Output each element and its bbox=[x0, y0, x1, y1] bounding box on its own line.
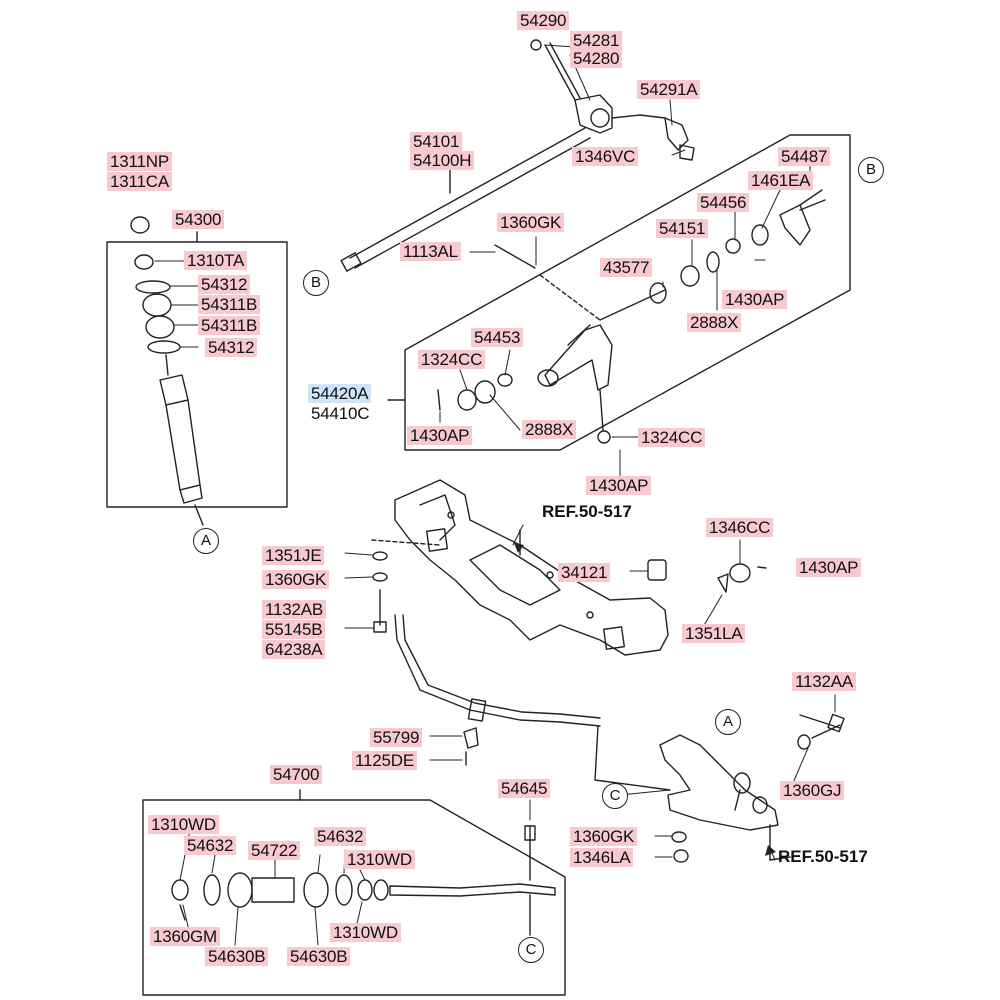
part-label-54312-upper[interactable]: 54312 bbox=[198, 275, 251, 294]
part-label-1132AB[interactable]: 1132AB bbox=[262, 600, 327, 619]
part-label-43577[interactable]: 43577 bbox=[600, 258, 653, 277]
part-label-1360GK-top[interactable]: 1360GK bbox=[497, 213, 565, 232]
callout-b-right[interactable]: B bbox=[858, 157, 884, 183]
callout-a-lower-arm[interactable]: A bbox=[715, 709, 741, 735]
rod-bracket-drawing bbox=[530, 39, 695, 161]
part-label-1430AP-mid[interactable]: 1430AP bbox=[586, 476, 652, 495]
part-label-54280[interactable]: 54280 bbox=[570, 49, 623, 68]
part-label-1310WD-a[interactable]: 1310WD bbox=[148, 815, 219, 834]
part-label-1360GK-bottom[interactable]: 1360GK bbox=[570, 827, 638, 846]
part-label-1430AP-left[interactable]: 1430AP bbox=[407, 426, 473, 445]
part-label-1351LA[interactable]: 1351LA bbox=[682, 624, 746, 643]
part-label-2888X-left[interactable]: 2888X bbox=[522, 420, 577, 439]
part-label-1125DE[interactable]: 1125DE bbox=[352, 751, 417, 770]
part-label-1360GK-mid[interactable]: 1360GK bbox=[262, 570, 330, 589]
part-label-1346LA[interactable]: 1346LA bbox=[570, 848, 634, 867]
part-label-54487[interactable]: 54487 bbox=[778, 147, 831, 166]
part-label-1132AA[interactable]: 1132AA bbox=[792, 672, 857, 691]
part-label-54100H[interactable]: 54100H bbox=[410, 151, 475, 170]
part-label-54311B-lower[interactable]: 54311B bbox=[198, 316, 261, 335]
part-label-1360GM[interactable]: 1360GM bbox=[150, 927, 221, 946]
upper-arm-group-box bbox=[404, 134, 851, 451]
callout-b-left[interactable]: B bbox=[303, 270, 329, 296]
part-label-54456[interactable]: 54456 bbox=[697, 193, 750, 212]
ref-label-crossmember[interactable]: REF.50-517 bbox=[542, 502, 632, 521]
part-label-1113AL[interactable]: 1113AL bbox=[400, 242, 461, 261]
part-label-54101[interactable]: 54101 bbox=[410, 132, 463, 151]
callout-c-stabilizer[interactable]: C bbox=[602, 783, 628, 809]
strut-bar-drawing bbox=[171, 825, 556, 936]
part-label-2888X-right[interactable]: 2888X bbox=[687, 313, 742, 332]
part-label-54722[interactable]: 54722 bbox=[248, 841, 301, 860]
part-label-54453[interactable]: 54453 bbox=[471, 328, 524, 347]
part-label-1346VC[interactable]: 1346VC bbox=[572, 147, 639, 166]
part-label-34121[interactable]: 34121 bbox=[558, 563, 611, 582]
crossmember-fasteners-drawing bbox=[371, 539, 767, 633]
callout-c-strut-bar[interactable]: C bbox=[518, 937, 544, 963]
part-label-54291A[interactable]: 54291A bbox=[637, 80, 701, 99]
part-label-1324CC-left[interactable]: 1324CC bbox=[418, 350, 486, 369]
part-label-54281[interactable]: 54281 bbox=[570, 31, 623, 50]
part-label-54632-b[interactable]: 54632 bbox=[314, 827, 367, 846]
part-label-1311NP[interactable]: 1311NP bbox=[107, 152, 172, 171]
part-label-54290[interactable]: 54290 bbox=[517, 11, 570, 30]
part-label-55145B[interactable]: 55145B bbox=[262, 620, 326, 639]
part-label-1346CC[interactable]: 1346CC bbox=[706, 518, 774, 537]
part-label-1430AP-right[interactable]: 1430AP bbox=[722, 290, 788, 309]
part-label-55799[interactable]: 55799 bbox=[370, 728, 423, 747]
part-label-54632-a[interactable]: 54632 bbox=[184, 836, 237, 855]
part-label-54420A[interactable]: 54420A bbox=[308, 384, 372, 403]
stabilizer-rod-drawing bbox=[340, 127, 591, 272]
part-label-1360GJ[interactable]: 1360GJ bbox=[780, 781, 845, 800]
part-label-1324CC-right[interactable]: 1324CC bbox=[638, 428, 706, 447]
part-label-54151[interactable]: 54151 bbox=[656, 219, 709, 238]
part-label-1461EA[interactable]: 1461EA bbox=[748, 171, 814, 190]
part-label-54410C[interactable]: 54410C bbox=[311, 404, 370, 423]
part-label-54645[interactable]: 54645 bbox=[498, 779, 551, 798]
crossmember-drawing bbox=[394, 479, 669, 656]
part-label-54300[interactable]: 54300 bbox=[172, 210, 225, 229]
part-label-54312-lower[interactable]: 54312 bbox=[205, 338, 258, 357]
stabilizer-bar-drawing bbox=[394, 614, 671, 791]
part-label-1430AP-far[interactable]: 1430AP bbox=[796, 558, 862, 577]
part-label-54630B-a[interactable]: 54630B bbox=[205, 947, 269, 966]
ref-label-lower-arm[interactable]: REF.50-517 bbox=[778, 847, 868, 866]
part-label-1310WD-c[interactable]: 1310WD bbox=[330, 923, 401, 942]
part-label-64238A[interactable]: 64238A bbox=[262, 640, 326, 659]
part-label-54630B-b[interactable]: 54630B bbox=[287, 947, 351, 966]
part-label-1351JE[interactable]: 1351JE bbox=[262, 546, 325, 565]
part-label-54311B-upper[interactable]: 54311B bbox=[198, 295, 261, 314]
part-label-1310WD-b[interactable]: 1310WD bbox=[344, 850, 415, 869]
shock-absorber-drawing bbox=[130, 216, 204, 526]
strut-bar-group-box bbox=[142, 799, 566, 996]
part-label-54700[interactable]: 54700 bbox=[270, 765, 323, 784]
part-label-1311CA[interactable]: 1311CA bbox=[107, 172, 172, 191]
leader-lines bbox=[154, 44, 836, 946]
callout-a-shock[interactable]: A bbox=[193, 528, 219, 554]
part-label-1310TA[interactable]: 1310TA bbox=[184, 251, 248, 270]
